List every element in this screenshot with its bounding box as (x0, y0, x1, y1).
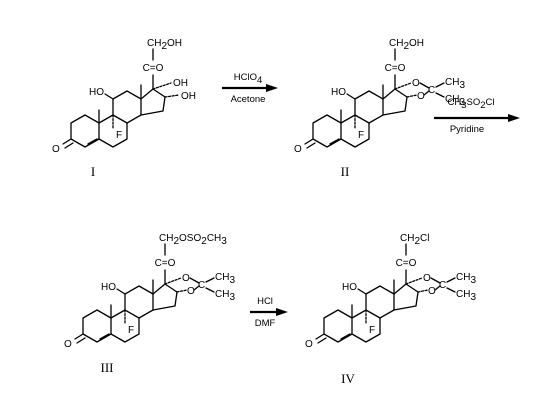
c9-fluoro: F (128, 325, 134, 336)
acetonide-oxygen-1: O (412, 78, 420, 89)
compound-label-III: III (101, 360, 114, 375)
acetonide-methyl-2: CH3 (445, 94, 465, 108)
steroid-skeleton (315, 269, 419, 344)
c21-chloride: CH2Cl (400, 233, 429, 247)
step3-reagent-below: DMF (255, 318, 276, 329)
c20-carbonyl: C=O (396, 258, 417, 269)
c3-ketone: O (52, 144, 60, 155)
steroid-skeleton (304, 74, 408, 149)
acetonide-methyl-2: CH3 (456, 289, 476, 303)
c3-ketone: O (305, 339, 313, 350)
acetonide-oxygen-2: O (428, 286, 436, 297)
step3-reagent-above: HCl (257, 296, 273, 307)
reaction-step-3: HCl DMF (250, 296, 288, 329)
step1-reagent-below: Acetone (231, 94, 266, 105)
c20-carbonyl: C=O (143, 63, 164, 74)
acetonide-oxygen-1: O (423, 273, 431, 284)
compound-label-IV: IV (341, 371, 355, 386)
acetonide-carbon: C (428, 85, 435, 96)
arrowhead-1 (266, 84, 278, 92)
compound-IV: C=O CH2Cl O O C CH3 CH3 HO F O (305, 233, 476, 350)
steroid-skeleton (74, 269, 178, 344)
acetonide-methyl-1: CH3 (445, 77, 465, 91)
compound-label-II: II (341, 164, 350, 179)
c11-hydroxyl: HO (101, 282, 116, 293)
c9-fluoro: F (369, 325, 375, 336)
acetonide-carbon: C (198, 280, 205, 291)
reaction-step-2: CH3SO2Cl Pyridine (434, 97, 520, 135)
step2-reagent-below: Pyridine (450, 124, 484, 135)
acetonide-methyl-2: CH3 (215, 289, 235, 303)
acetonide-oxygen-2: O (187, 286, 195, 297)
acetonide-methyl-1: CH3 (215, 272, 235, 286)
compound-I: C=O CH2OH OH OH HO F O (52, 38, 196, 155)
compound-III: C=O CH2OSO2CH3 O O C CH3 CH3 HO F O (64, 233, 235, 350)
step2-reagent-above: CH3SO2Cl (447, 97, 494, 111)
c16-hydroxyl: OH (181, 91, 196, 102)
arrowhead-2 (508, 114, 520, 122)
compound-label-I: I (91, 164, 95, 179)
acetonide-methyl-1: CH3 (456, 272, 476, 286)
step1-reagent-above: HClO4 (234, 72, 263, 86)
acetonide-carbon: C (439, 280, 446, 291)
c20-carbonyl: C=O (385, 63, 406, 74)
compound-II: C=O CH2OH O O C CH3 CH3 HO F O (294, 38, 465, 155)
c11-hydroxyl: HO (331, 87, 346, 98)
c21-mesylate: CH2OSO2CH3 (159, 233, 227, 247)
arrowhead-3 (276, 308, 288, 316)
acetonide-oxygen-1: O (182, 273, 190, 284)
c3-ketone: O (294, 144, 302, 155)
c21-group: CH2OH (389, 38, 424, 52)
c3-ketone: O (64, 339, 72, 350)
c21-group: CH2OH (147, 38, 182, 52)
c20-carbonyl: C=O (155, 258, 176, 269)
c17-hydroxyl: OH (173, 78, 188, 89)
c9-fluoro: F (358, 130, 364, 141)
steroid-skeleton (62, 74, 166, 149)
c11-hydroxyl: HO (342, 282, 357, 293)
c9-fluoro: F (116, 130, 122, 141)
c11-hydroxyl: HO (89, 87, 104, 98)
acetonide-oxygen-2: O (417, 91, 425, 102)
reaction-step-1: HClO4 Acetone (222, 72, 278, 105)
